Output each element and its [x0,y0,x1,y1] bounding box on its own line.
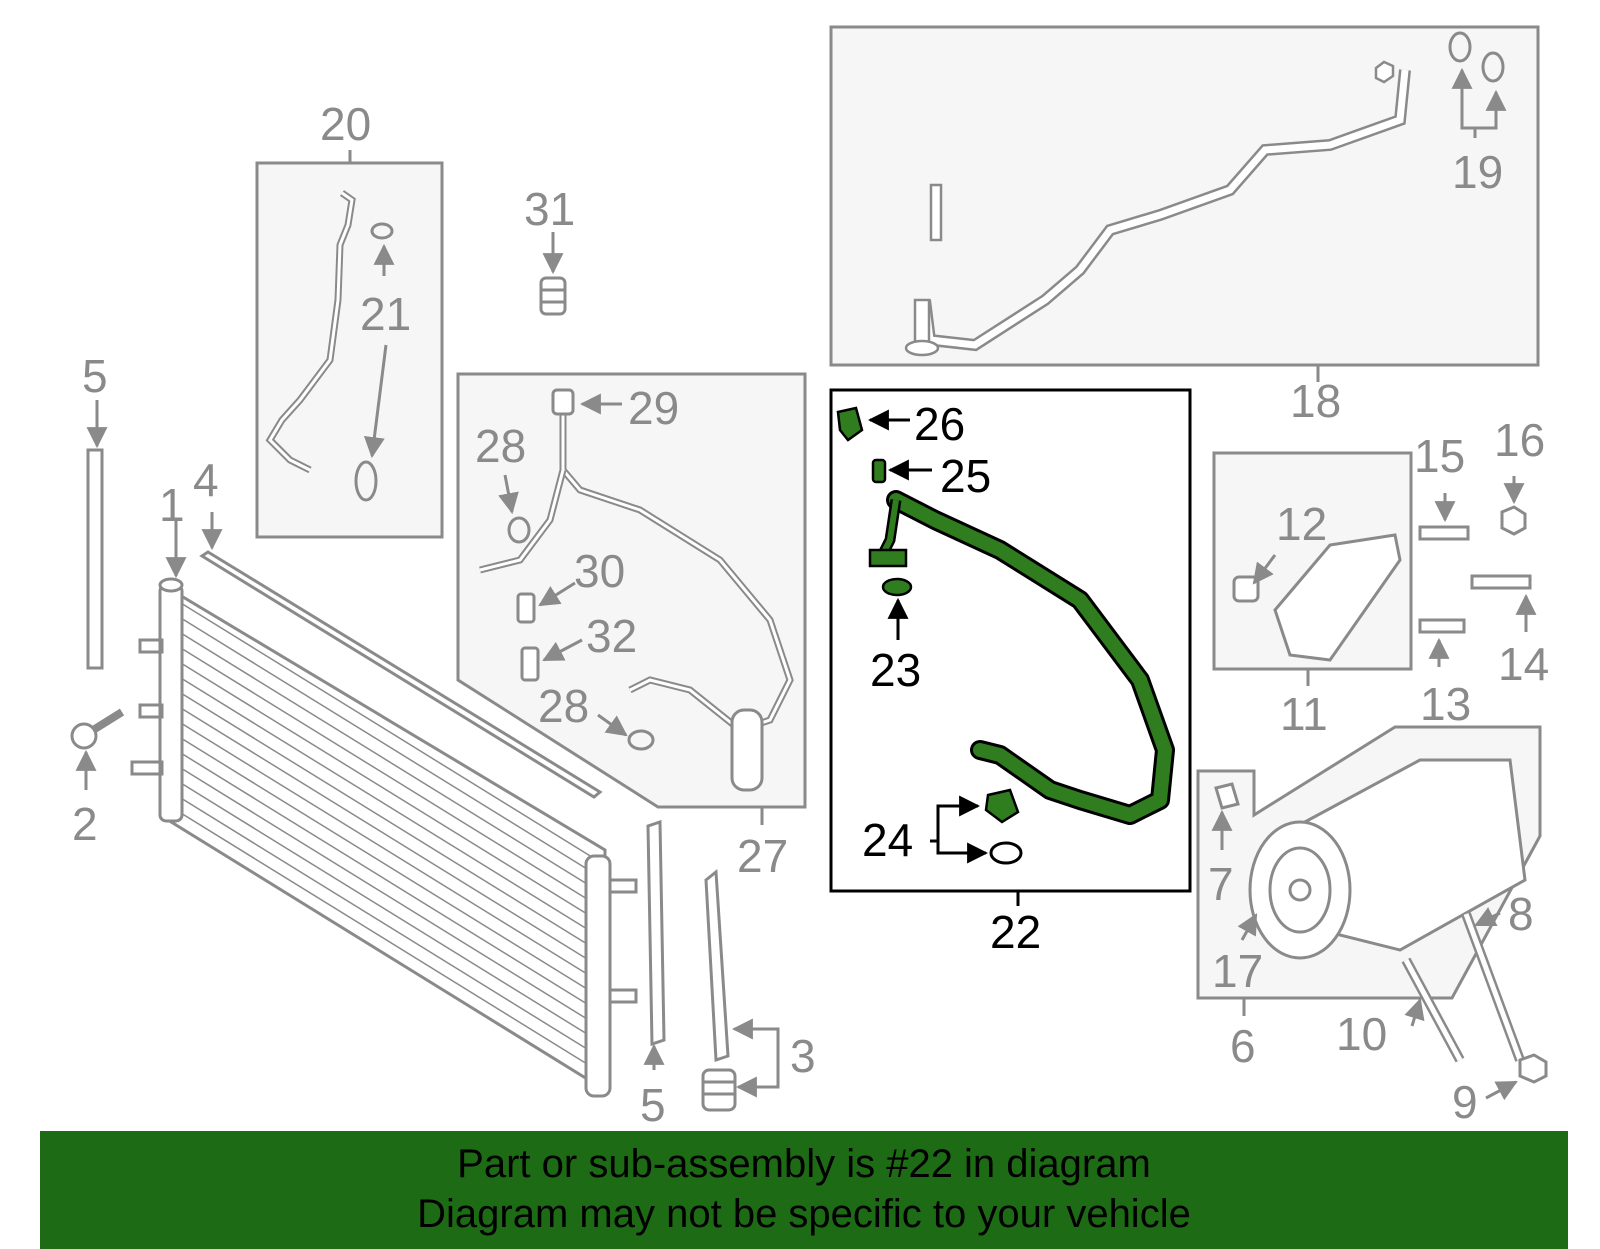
seal-strip-4 [199,550,603,799]
box-27 [456,372,807,809]
valve-29 [551,388,575,416]
plate-11 [1273,533,1402,662]
bolt-15 [1418,525,1470,541]
o-ring-19-b [1481,51,1505,83]
box-18 [829,25,1540,367]
bolt-14 [1470,574,1532,590]
callout-17: 17 [1212,945,1263,997]
switch-30 [516,592,536,624]
bolt-13 [1418,618,1466,634]
callout-18: 18 [1290,375,1341,427]
callout-15: 15 [1414,430,1465,482]
callout-31: 31 [524,183,575,235]
part-7 [1214,782,1240,810]
hose-assembly-22 [836,406,1175,865]
callout-12: 12 [1276,498,1327,550]
callout-3: 3 [790,1030,816,1082]
o-ring-24 [989,841,1023,865]
callout-23: 23 [870,644,921,696]
callout-6: 6 [1230,1020,1256,1072]
banner-line-part: Part or sub-assembly is #22 in diagram [457,1142,1151,1186]
callout-4: 4 [193,454,219,506]
callout-11: 11 [1280,688,1328,740]
valve-core-25 [871,458,887,484]
nut-16 [1500,505,1527,536]
callout-27: 27 [737,830,788,882]
gasket-24 [984,788,1020,824]
o-ring-23 [881,577,913,597]
bolt-18 [913,298,931,347]
callout-16: 16 [1494,414,1545,466]
callout-1: 1 [159,479,185,531]
bolt-2 [70,708,125,750]
bracket-5-bottom [646,819,666,1047]
callout-25: 25 [940,450,991,502]
callout-22: 22 [990,906,1041,958]
callout-28-top: 28 [475,420,526,472]
callout-20: 20 [320,98,371,150]
callout-13: 13 [1420,678,1471,730]
callout-8: 8 [1508,888,1534,940]
bushing-12 [1232,575,1260,603]
switch-32 [520,646,540,682]
callout-21: 21 [360,288,411,340]
callout-26: 26 [914,398,965,450]
bracket-5-left [86,448,104,670]
callout-10: 10 [1336,1008,1387,1060]
o-ring-21-top [370,222,394,240]
callout-14: 14 [1498,638,1549,690]
callout-28-bottom: 28 [538,680,589,732]
o-ring-21-bottom [354,460,378,502]
drier-3 [701,869,737,1112]
callout-19: 19 [1452,146,1503,198]
nut-9 [1518,1053,1548,1084]
part-31 [539,276,567,316]
condenser [130,577,638,1098]
part-info-banner: Part or sub-assembly is #22 in diagram D… [40,1131,1568,1249]
callout-24: 24 [862,814,913,866]
callout-29: 29 [628,382,679,434]
nut-18 [1374,60,1395,84]
callout-5-left: 5 [82,350,108,402]
callout-5-bottom: 5 [640,1079,666,1131]
compressor-6 [1214,758,1527,960]
accumulator [730,708,764,792]
cap-26 [836,406,864,442]
stud-18 [929,183,943,242]
callout-30: 30 [574,545,625,597]
callout-9: 9 [1452,1076,1478,1128]
o-ring-19-a [1448,31,1472,63]
o-ring-28-top [507,516,531,544]
o-ring-28-bottom [627,729,655,751]
callout-7: 7 [1208,858,1234,910]
callout-2: 2 [72,798,98,850]
callout-32: 32 [586,610,637,662]
banner-line-disclaimer: Diagram may not be specific to your vehi… [417,1192,1191,1236]
bolt-18-head [904,339,940,357]
